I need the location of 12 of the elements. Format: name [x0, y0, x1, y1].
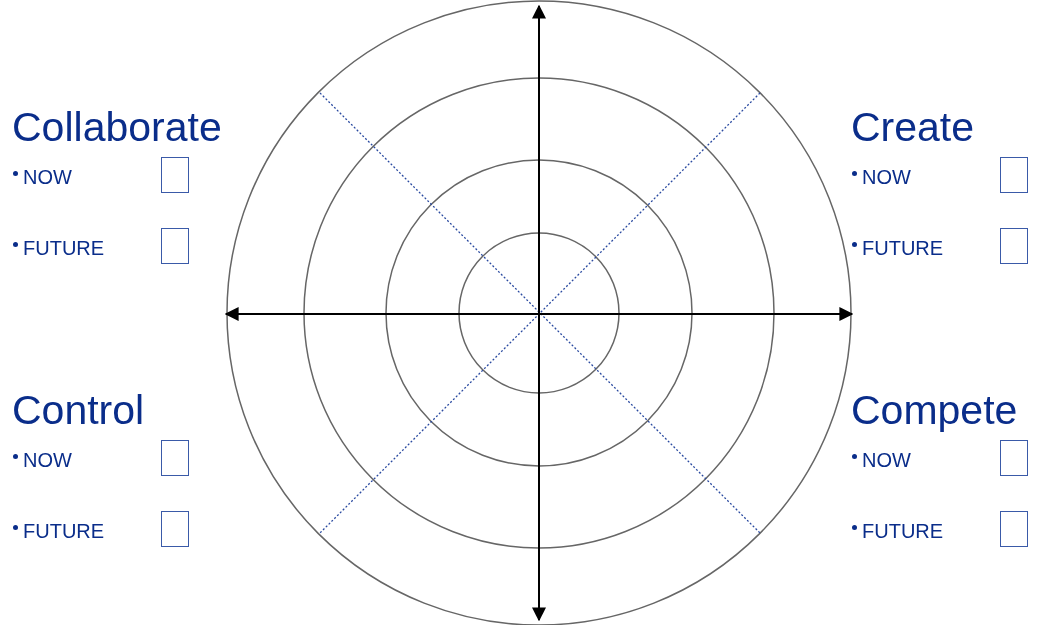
- bullet-item: FUTURE: [862, 520, 944, 542]
- bullet-item: NOW: [23, 449, 72, 471]
- bullet-item: NOW: [862, 166, 911, 188]
- bullet-item: NOW: [862, 449, 911, 471]
- bullet-item: FUTURE: [862, 237, 944, 259]
- quadrant-title: Compete: [851, 388, 1018, 432]
- bullet-item: FUTURE: [23, 237, 105, 259]
- bullet-item: NOW: [23, 166, 72, 188]
- quadrant-title: Collaborate: [12, 105, 222, 149]
- quadrant-title: Control: [12, 388, 145, 432]
- quadrant-title: Create: [851, 105, 975, 149]
- bullet-item: FUTURE: [23, 520, 105, 542]
